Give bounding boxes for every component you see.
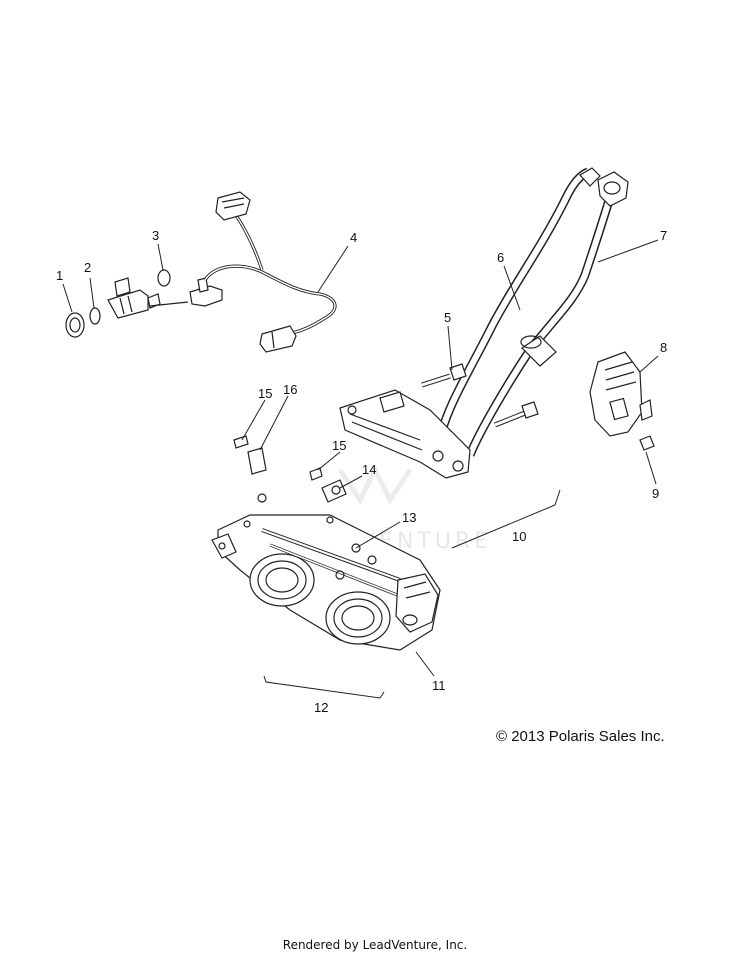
callout-13: 13	[402, 510, 416, 525]
leader-lines	[62, 239, 659, 699]
injector-assembly	[65, 191, 337, 353]
callout-12: 12	[314, 700, 328, 715]
callout-3: 3	[152, 228, 159, 243]
callout-1: 1	[56, 268, 63, 283]
copyright-notice: © 2013 Polaris Sales Inc.	[496, 728, 665, 745]
throttle-body	[211, 435, 441, 651]
callout-11: 11	[432, 678, 446, 693]
callout-15-top: 15	[258, 386, 272, 401]
callout-9: 9	[652, 486, 659, 501]
callout-15-lower: 15	[332, 438, 346, 453]
callout-16: 16	[283, 382, 297, 397]
callout-4: 4	[350, 230, 357, 245]
footer-credit: Rendered by LeadVenture, Inc.	[282, 938, 468, 952]
callout-8: 8	[660, 340, 667, 355]
fuel-rail-assembly	[339, 167, 629, 479]
bracket-part	[589, 351, 655, 451]
callout-5: 5	[444, 310, 451, 325]
callout-10: 10	[512, 529, 526, 544]
callout-labels: 1 2 3 4 5 6 7 8 9 10 11 12 13 14 15 15 1…	[56, 228, 667, 715]
callout-14: 14	[362, 462, 376, 477]
callout-7: 7	[660, 228, 667, 243]
callout-2: 2	[84, 260, 91, 275]
callout-6: 6	[497, 250, 504, 265]
